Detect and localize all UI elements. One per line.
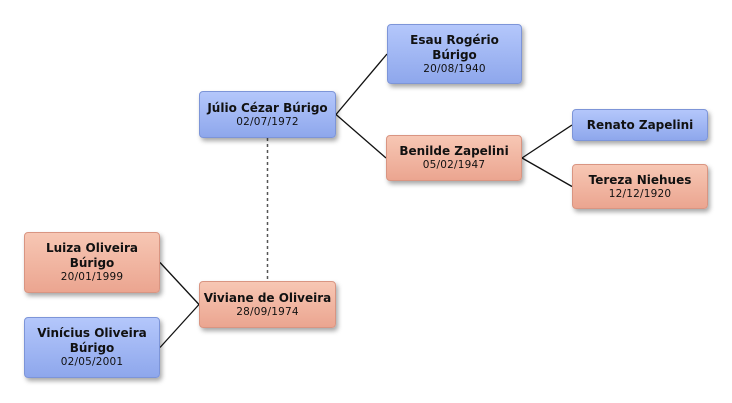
person-name: Benilde Zapelini bbox=[399, 144, 509, 158]
person-name: Viviane de Oliveira bbox=[203, 290, 332, 305]
person-node-benilde[interactable]: Benilde Zapelini 05/02/1947 bbox=[386, 135, 522, 181]
person-node-luiza[interactable]: Luiza Oliveira Búrigo 20/01/1999 bbox=[24, 232, 160, 293]
person-date: 02/07/1972 bbox=[236, 115, 299, 128]
person-date: 05/02/1947 bbox=[422, 159, 486, 171]
person-name: Luiza Oliveira Búrigo bbox=[45, 241, 139, 270]
person-date: 02/05/2001 bbox=[60, 356, 124, 368]
person-node-esau[interactable]: Esau Rogério Búrigo 20/08/1940 bbox=[387, 24, 522, 84]
connector-julio-benilde bbox=[335, 114, 387, 159]
person-node-tereza[interactable]: Tereza Niehues 12/12/1920 bbox=[572, 164, 708, 209]
person-name: Vinícius Oliveira Búrigo bbox=[37, 326, 147, 355]
connector-benilde-renato bbox=[521, 124, 573, 159]
person-node-viviane[interactable]: Viviane de Oliveira 28/09/1974 bbox=[199, 281, 336, 328]
person-date: 12/12/1920 bbox=[608, 187, 672, 200]
person-name: Esau Rogério Búrigo bbox=[410, 32, 499, 62]
person-node-renato[interactable]: Renato Zapelini bbox=[572, 109, 708, 141]
person-node-vinicius[interactable]: Vinícius Oliveira Búrigo 02/05/2001 bbox=[24, 317, 160, 378]
connector-viviane-luiza bbox=[159, 262, 200, 305]
person-date: 28/09/1974 bbox=[236, 305, 299, 318]
connector-julio-esau bbox=[335, 53, 388, 115]
person-name: Tereza Niehues bbox=[588, 172, 692, 187]
person-node-julio[interactable]: Júlio Cézar Búrigo 02/07/1972 bbox=[199, 91, 336, 138]
person-name: Júlio Cézar Búrigo bbox=[207, 100, 328, 115]
connector-benilde-tereza bbox=[521, 157, 573, 188]
person-date: 20/01/1999 bbox=[60, 271, 124, 283]
person-date: 20/08/1940 bbox=[423, 62, 486, 75]
connector-viviane-vinicius bbox=[159, 304, 200, 348]
person-name: Renato Zapelini bbox=[586, 117, 694, 132]
